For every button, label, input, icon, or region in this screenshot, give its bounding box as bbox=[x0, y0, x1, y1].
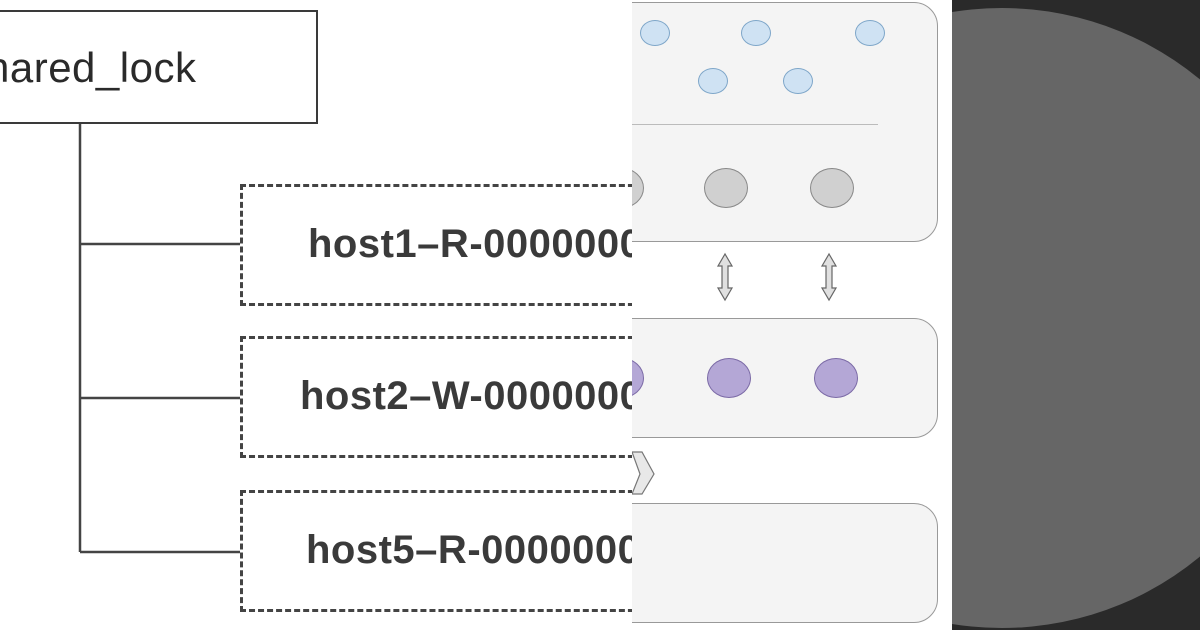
client-node-5 bbox=[783, 68, 813, 94]
middle-layer-box bbox=[632, 318, 938, 438]
client-node-2 bbox=[741, 20, 771, 46]
layer-divider bbox=[632, 124, 878, 125]
lock-child-node-1 bbox=[240, 184, 632, 306]
server-node-3 bbox=[810, 168, 854, 208]
double-arrow-icon-2 bbox=[820, 252, 838, 302]
storage-node-2 bbox=[707, 358, 751, 398]
lock-child-label-1: host1–R-0000000 bbox=[308, 222, 632, 266]
double-arrow-icon-1 bbox=[716, 252, 734, 302]
lock-child-label-2: host2–W-0000000 bbox=[300, 374, 632, 418]
arrow-layer bbox=[632, 252, 838, 495]
storage-node-3 bbox=[814, 358, 858, 398]
bottom-layer-box bbox=[632, 503, 938, 623]
top-layer-box bbox=[632, 2, 938, 242]
client-node-4 bbox=[698, 68, 728, 94]
server-node-2 bbox=[704, 168, 748, 208]
tree-connectors bbox=[78, 124, 240, 554]
client-node-1 bbox=[640, 20, 670, 46]
double-arrow-icon-3 bbox=[632, 451, 655, 495]
architecture-panel bbox=[632, 0, 952, 630]
gray-sphere bbox=[952, 8, 1200, 628]
decorative-backdrop bbox=[952, 0, 1200, 630]
lock-tree-panel: hared_lock host1–R-0000000 host2–W-00000… bbox=[0, 10, 632, 612]
root-lock-label: hared_lock bbox=[0, 44, 197, 91]
client-node-3 bbox=[855, 20, 885, 46]
root-lock-node bbox=[0, 10, 318, 124]
lock-child-node-3 bbox=[240, 490, 632, 612]
lock-child-label-3: host5–R-0000000 bbox=[306, 528, 632, 572]
lock-child-node-2 bbox=[240, 336, 632, 458]
